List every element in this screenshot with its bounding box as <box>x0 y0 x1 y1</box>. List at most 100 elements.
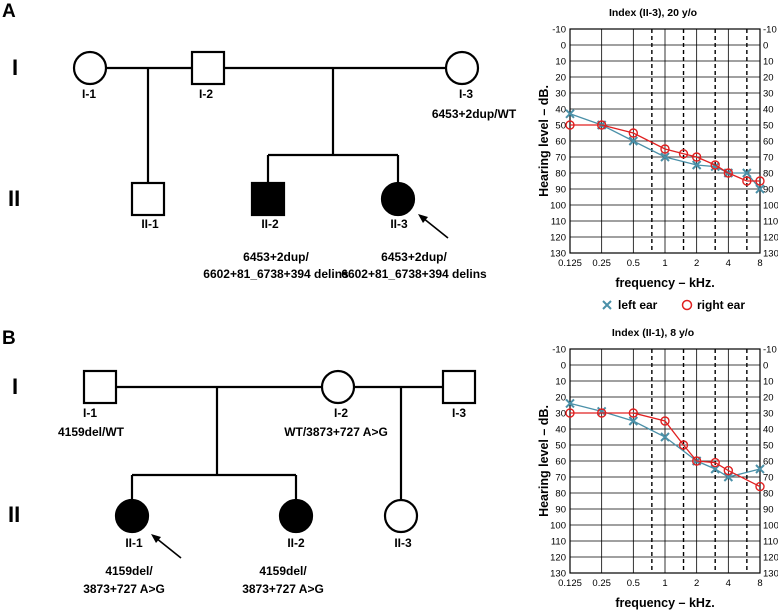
individual-b-i1 <box>82 369 118 405</box>
y-tick-label-left: 110 <box>551 217 566 228</box>
genotype-b-ii2-line1: 4159del/ <box>259 564 307 578</box>
x-tick-label: 8 <box>757 258 762 269</box>
y-tick-label-left: 50 <box>555 121 566 132</box>
right-ear-point <box>755 481 765 492</box>
right-ear-point <box>628 128 639 138</box>
y-tick-label-left: -10 <box>552 25 566 36</box>
y-tick-label-left: 30 <box>555 89 566 100</box>
proband-arrow-a <box>418 214 449 239</box>
y-tick-label-right: 100 <box>763 201 778 212</box>
y-tick-label-right: 120 <box>763 553 778 564</box>
individual-label-b-ii3: II-3 <box>394 536 412 550</box>
y-tick-label-right: -10 <box>763 25 777 36</box>
genotype-b-ii1-line2: 3873+727 A>G <box>83 582 165 596</box>
individual-a-i3 <box>444 50 480 86</box>
left-ear-point <box>565 398 575 409</box>
x-axis-title: frequency – kHz. <box>615 276 714 290</box>
individual-b-i2 <box>320 369 356 405</box>
plot-frame <box>569 28 761 254</box>
individual-a-i1 <box>72 50 108 86</box>
y-tick-label-left: 60 <box>555 137 566 148</box>
x-axis-title: frequency – kHz. <box>615 596 714 610</box>
left-ear-point <box>565 109 575 119</box>
right-ear-point <box>710 160 720 170</box>
y-tick-label-right: 110 <box>763 537 778 548</box>
y-tick-label-left: 20 <box>555 393 566 404</box>
y-tick-label-left: 30 <box>555 409 566 420</box>
individual-b-ii1-affected <box>114 498 150 534</box>
left-ear-point <box>742 168 752 178</box>
individual-b-ii3 <box>383 498 419 534</box>
legend-left-ear-marker <box>602 300 612 310</box>
y-tick-label-right: 120 <box>763 233 778 244</box>
genotype-a-ii2-line2: 6602+81_6738+394 delins <box>203 267 349 281</box>
genotype-b-i2: WT/3873+727 A>G <box>284 425 388 439</box>
individual-label-a-i1: I-1 <box>82 87 96 101</box>
y-tick-label-right: 100 <box>763 521 778 532</box>
audiogram-title: Index (II-1), 8 y/o <box>612 327 694 339</box>
legend-right-ear-label: right ear <box>697 298 745 312</box>
right-ear-point <box>742 176 752 186</box>
y-tick-label-right: 60 <box>763 137 774 148</box>
x-tick-label: 0.25 <box>592 578 611 589</box>
y-tick-label-left: 20 <box>555 73 566 84</box>
right-ear-point <box>660 144 670 154</box>
individual-b-i3 <box>441 369 477 405</box>
y-tick-label-right: 40 <box>763 105 774 116</box>
y-tick-label-right: 70 <box>763 153 774 164</box>
panel-label-b: B <box>2 328 16 349</box>
legend-left-ear-label: left ear <box>618 298 658 312</box>
y-tick-label-left: 120 <box>550 553 566 564</box>
y-tick-label-right: 0 <box>763 361 768 372</box>
individual-label-b-ii1: II-1 <box>125 536 143 550</box>
plot-frame <box>569 348 761 574</box>
right-ear-point <box>565 408 575 418</box>
x-tick-label: 0.5 <box>627 578 640 589</box>
genotype-b-i1: 4159del/WT <box>58 425 125 439</box>
right-ear-point <box>678 149 689 159</box>
generation-label-a-ii: II <box>8 186 20 211</box>
right-ear-point <box>691 456 702 466</box>
right-ear-point <box>691 152 702 162</box>
y-tick-label-right: 30 <box>763 89 774 100</box>
y-axis-title: Hearing level – dB. <box>537 85 551 197</box>
genotype-a-ii3-line1: 6453+2dup/ <box>381 250 447 264</box>
individual-label-a-i3: I-3 <box>459 87 473 101</box>
y-tick-label-left: 60 <box>555 457 566 468</box>
proband-arrow-b <box>151 534 182 559</box>
individual-a-ii1 <box>130 181 166 217</box>
y-tick-label-left: 90 <box>555 185 566 196</box>
pedigree-a <box>105 66 446 183</box>
legend-right-ear-marker <box>681 299 693 311</box>
individual-a-ii3-affected <box>380 181 416 217</box>
y-tick-label-right: 80 <box>763 169 774 180</box>
right-ear-line <box>570 412 761 488</box>
right-ear-point <box>596 120 607 130</box>
y-tick-label-right: 20 <box>763 73 774 84</box>
y-tick-label-right: 10 <box>763 57 774 68</box>
individual-a-i2 <box>190 50 226 86</box>
right-ear-point <box>710 457 720 468</box>
y-tick-label-left: 90 <box>555 505 566 516</box>
y-axis-title: Hearing level – dB. <box>537 405 551 517</box>
y-tick-label-right: 90 <box>763 185 774 196</box>
individual-label-b-i1: I-1 <box>83 406 97 420</box>
x-tick-label: 8 <box>757 578 762 589</box>
y-tick-label-right: 130 <box>763 249 778 260</box>
y-tick-label-left: 50 <box>555 441 566 452</box>
left-ear-point <box>755 184 765 194</box>
y-tick-label-right: 20 <box>763 393 774 404</box>
panel-label-a: A <box>2 1 16 22</box>
y-tick-label-right: 0 <box>763 41 768 52</box>
y-tick-label-right: 80 <box>763 489 774 500</box>
x-tick-label: 4 <box>726 578 731 589</box>
generation-label-b-i: I <box>12 374 18 399</box>
individual-label-b-i2: I-2 <box>334 406 348 420</box>
y-tick-label-left: 120 <box>550 233 566 244</box>
y-tick-label-left: 40 <box>555 105 566 116</box>
y-tick-label-right: -10 <box>763 345 777 356</box>
left-ear-point <box>660 432 670 442</box>
y-tick-label-right: 50 <box>763 441 774 452</box>
